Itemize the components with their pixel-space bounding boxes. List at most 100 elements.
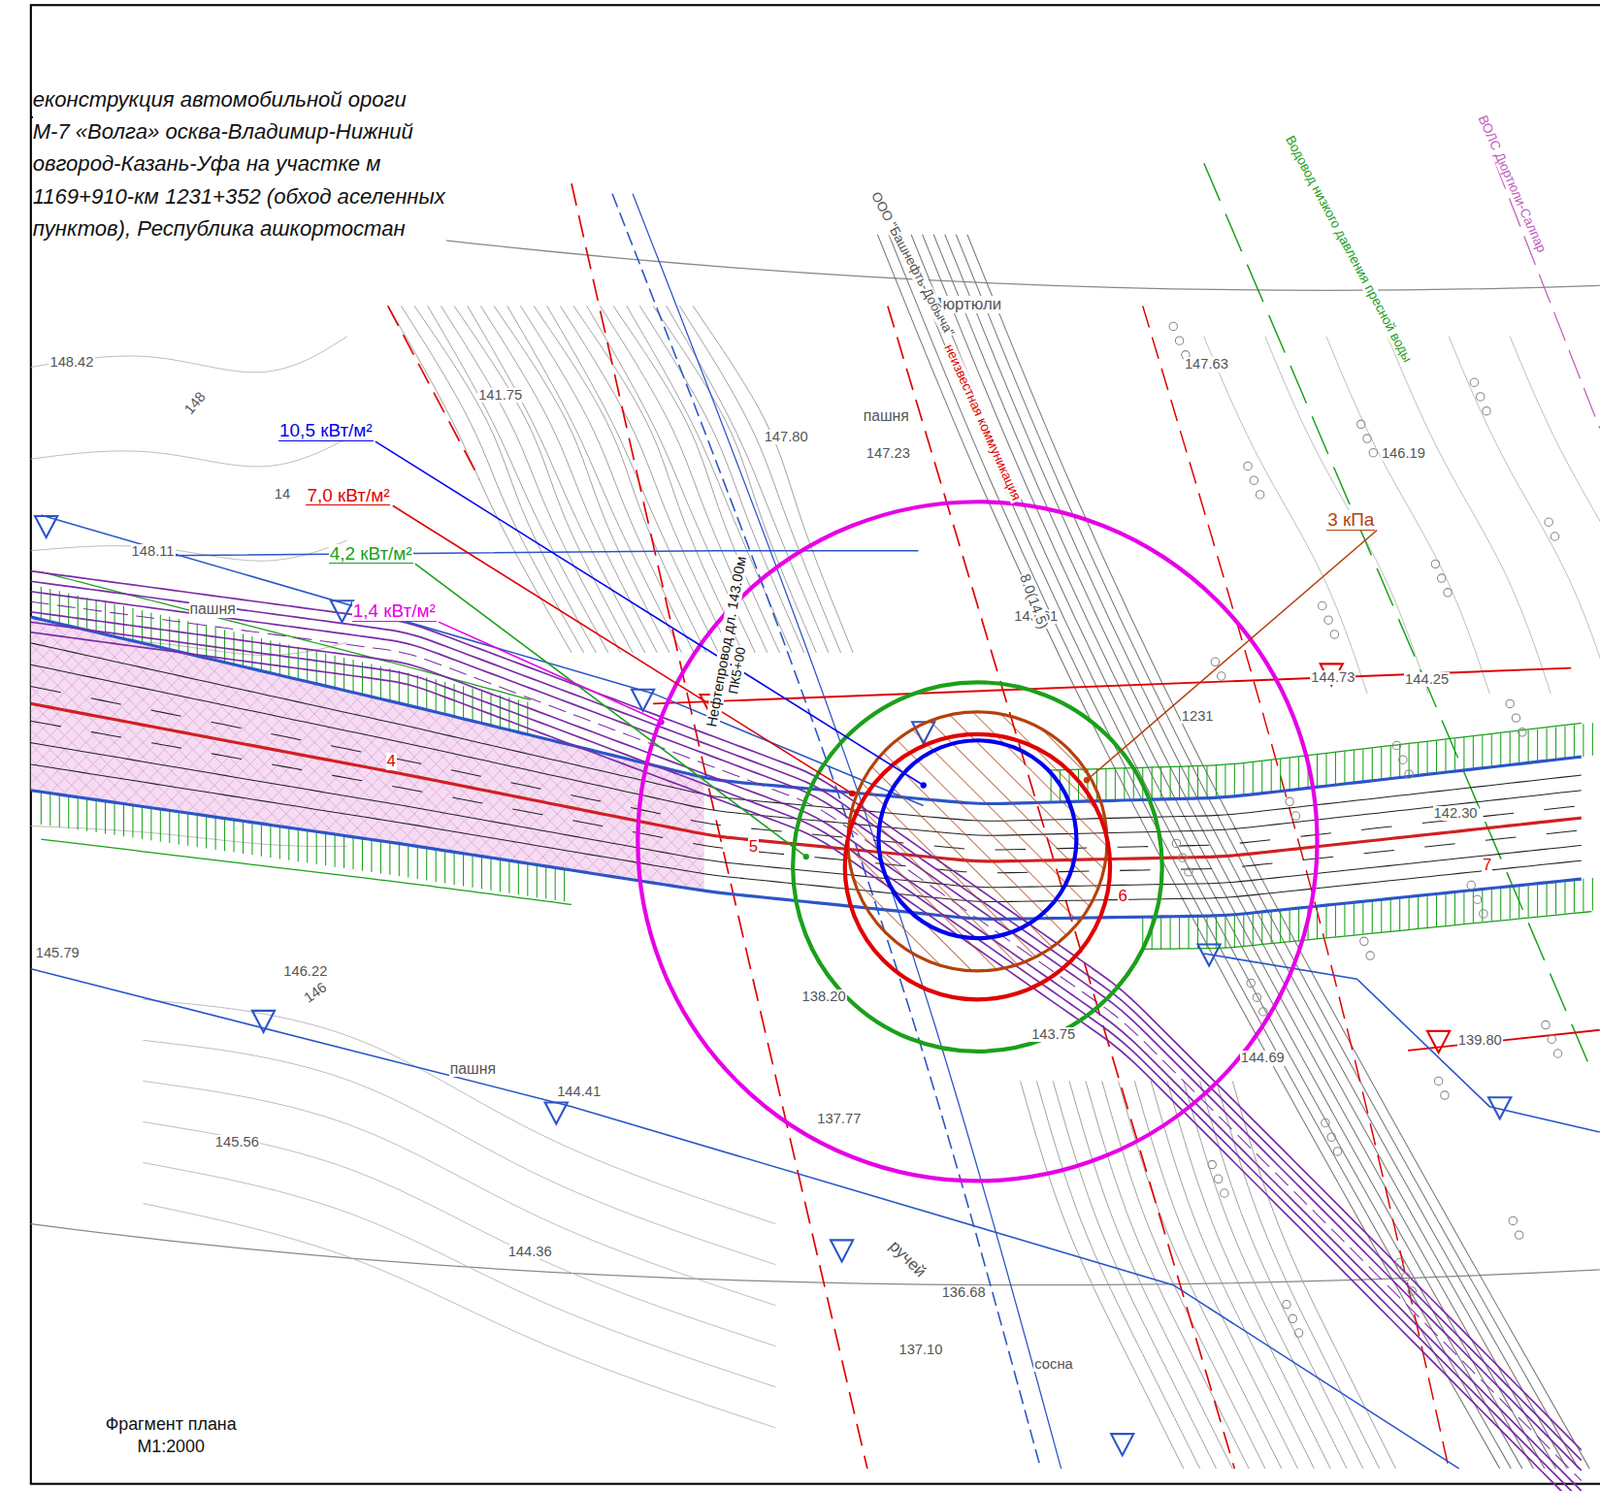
slope-hatch [261, 823, 262, 857]
pipeline [31, 581, 1582, 1461]
vegetation-symbol [1547, 1035, 1556, 1044]
vegetation-symbol [1294, 1329, 1303, 1338]
contour-line [1265, 336, 1429, 694]
vegetation-symbol [1392, 741, 1401, 750]
slope-edge [40, 839, 572, 905]
contour-line [1448, 336, 1600, 694]
contour-line [142, 999, 776, 1224]
heat-zone-1-4 [637, 501, 1317, 1181]
boundary-marker [330, 600, 354, 622]
vegetation-symbol [1208, 1160, 1216, 1169]
red-dashed-line [388, 305, 481, 480]
slope-hatch [1206, 765, 1208, 799]
slope-hatch [1178, 916, 1180, 950]
slope-hatch [353, 837, 355, 871]
contour-value: 148 [181, 388, 210, 418]
vegetation-symbol [1324, 616, 1333, 624]
spot-elevation: 144.25 [1404, 672, 1450, 687]
vegetation-symbol [1246, 979, 1255, 987]
slope-hatch [40, 791, 42, 825]
zone-callout: 1,4 кВт/м² [352, 601, 437, 622]
slope-hatch [316, 651, 318, 685]
slope-hatch [380, 841, 382, 875]
slope-hatch [1555, 881, 1557, 915]
slope-hatch [1436, 893, 1437, 927]
slope-hatch [86, 798, 88, 832]
spot-elevation: 142.30 [1433, 806, 1479, 821]
slope-hatch [1536, 883, 1538, 917]
vegetation-symbol [1184, 868, 1193, 877]
slope-hatch [1160, 766, 1162, 800]
slope-hatch [1335, 751, 1337, 785]
slope-hatch [536, 864, 538, 898]
land-use: пашня [189, 601, 237, 619]
slope-hatch [499, 859, 501, 893]
spot-elevation: 147.80 [763, 429, 810, 445]
pipeline [31, 621, 1582, 1491]
red-line [653, 668, 1571, 705]
contour-line [692, 305, 853, 653]
vegetation-symbol [1243, 461, 1252, 470]
contour-line [520, 305, 694, 653]
spot-elevation: 138.20 [801, 989, 848, 1005]
pipeline [31, 591, 1582, 1471]
slope-hatch [555, 867, 556, 901]
slope-hatch [1353, 750, 1355, 784]
land-use: пашня [862, 408, 911, 425]
slope-hatch [1463, 891, 1465, 925]
boundary-arc [31, 1224, 1600, 1286]
lane-line [31, 664, 1582, 836]
slope-hatch [1380, 899, 1382, 933]
slope-hatch [1573, 880, 1575, 914]
slope-hatch [1491, 734, 1493, 768]
slope-hatch [1500, 887, 1502, 921]
slope-hatch [77, 595, 79, 629]
slope-hatch [1573, 724, 1575, 758]
slope-hatch [1279, 910, 1281, 944]
slope-hatch [279, 642, 281, 676]
contour-line [1509, 336, 1600, 694]
slope-hatch [141, 806, 143, 840]
slope-hatch [325, 833, 327, 867]
utility-label: ВОЛС Дюртюли-Салпар [1474, 112, 1549, 256]
slope-hatch [508, 697, 510, 731]
slope-hatch [224, 629, 226, 663]
utility-label: Водовод низкого давления пресной воды [1281, 132, 1415, 366]
contour-line [639, 305, 804, 653]
contour-line [533, 305, 707, 653]
slope-hatch [1362, 901, 1364, 935]
contour-line [142, 1040, 776, 1265]
slope-hatch [1528, 884, 1530, 918]
slope-hatch [1242, 914, 1244, 947]
slope-hatch [1170, 916, 1172, 950]
slope-hatch [1261, 912, 1263, 946]
slope-hatch [1463, 737, 1465, 771]
slope-hatch [1271, 911, 1273, 945]
slope-hatch [472, 688, 474, 722]
leader-tip [1083, 777, 1090, 784]
slope-hatch [1417, 743, 1419, 777]
slope-hatch [334, 834, 336, 868]
vegetation-symbol [1216, 672, 1225, 681]
contour-line [400, 305, 584, 653]
boundary-marker [545, 1102, 568, 1124]
contour-line [1183, 1080, 1347, 1469]
slope-hatch [196, 622, 198, 656]
vegetation-symbol [1544, 518, 1553, 526]
slope-hatch [481, 690, 483, 724]
vegetation-symbol [1220, 1189, 1229, 1198]
slope-hatch [1481, 735, 1483, 769]
kilometre-mark: 1231 [1180, 709, 1215, 724]
vegetation-symbol [1431, 559, 1439, 568]
vegetation-symbol [1178, 853, 1187, 862]
slope-hatch [1509, 732, 1511, 766]
slope-hatch [1528, 730, 1530, 764]
slope-hatch [1454, 891, 1456, 925]
slope-hatch [417, 675, 419, 709]
boundary-line [1204, 953, 1600, 1133]
leader-line [375, 441, 924, 785]
slope-hatch [168, 617, 170, 651]
slope-hatch [279, 826, 281, 860]
slope-hatch [1417, 895, 1419, 929]
contour-line [142, 1162, 776, 1387]
